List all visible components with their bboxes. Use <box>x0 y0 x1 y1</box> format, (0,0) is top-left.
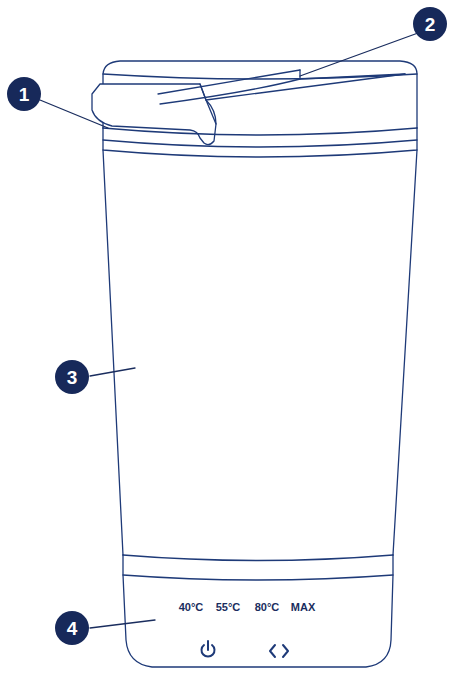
temperature-label: MAX <box>291 602 315 613</box>
lid-tab <box>92 84 216 145</box>
leader-line <box>300 33 418 76</box>
leader-line <box>90 368 135 376</box>
callout-circle <box>55 611 89 645</box>
body-bottom <box>123 555 393 561</box>
temperature-label: 40°C <box>179 602 204 613</box>
base-line <box>123 575 393 580</box>
heating-base <box>123 555 393 667</box>
lid-rim <box>103 128 417 135</box>
callout-number: 4 <box>67 619 78 638</box>
body-side <box>103 150 123 555</box>
callout-number: 1 <box>19 85 30 104</box>
temperature-label: 80°C <box>255 602 280 613</box>
body-side <box>393 150 417 555</box>
slider-line <box>206 74 405 100</box>
lid-band-line <box>103 140 417 147</box>
callout-circle <box>413 7 447 41</box>
callout-number: 2 <box>425 15 436 34</box>
callout-circle <box>55 360 89 394</box>
leader-line <box>40 100 108 128</box>
slider-line <box>160 74 405 104</box>
lid-band <box>103 128 417 157</box>
select-icon <box>270 645 288 657</box>
callout-number: 3 <box>67 368 78 387</box>
leader-line <box>90 620 155 628</box>
tab-notch <box>200 84 216 124</box>
callout-circle <box>7 77 41 111</box>
slider-line <box>299 70 300 79</box>
temperature-label: 55°C <box>216 602 241 613</box>
power-icon <box>207 641 209 650</box>
